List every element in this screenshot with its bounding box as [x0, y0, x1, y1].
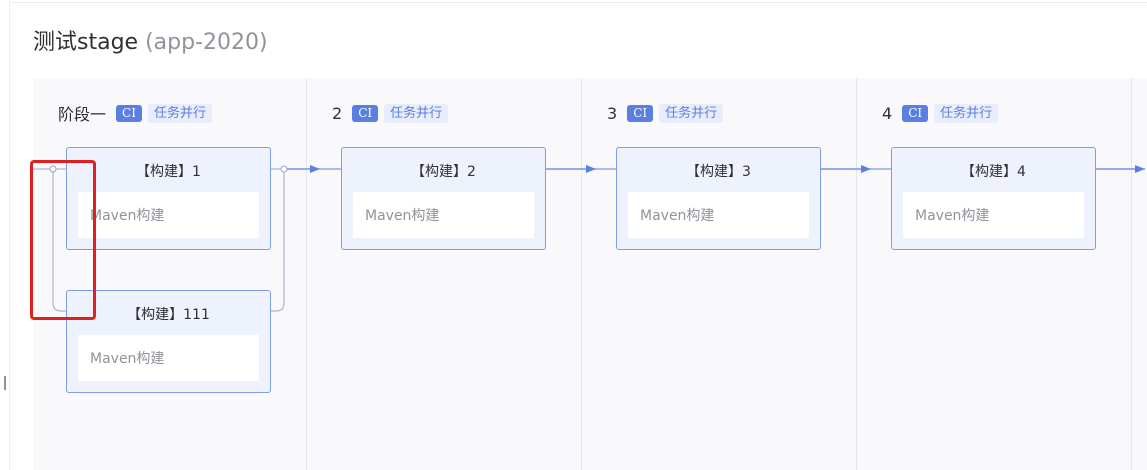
stage-name[interactable]: 3 — [607, 103, 618, 123]
job-title: 【构建】2 — [411, 164, 476, 180]
highlight-annotation-box — [30, 160, 96, 320]
job-step[interactable]: Maven构建 — [78, 192, 259, 238]
job-card-build-2[interactable]: 【构建】2 Maven构建 — [341, 147, 546, 250]
job-step[interactable]: Maven构建 — [353, 192, 534, 238]
stage-divider — [306, 78, 307, 470]
parallel-tag: 任务并行 — [384, 103, 449, 123]
parallel-tag: 任务并行 — [659, 103, 724, 123]
ci-tag: CI — [116, 104, 142, 122]
ci-tag: CI — [352, 104, 379, 122]
stage-name[interactable]: 阶段一 — [58, 105, 107, 124]
parallel-tag: 任务并行 — [147, 103, 212, 123]
job-step[interactable]: Maven构建 — [903, 192, 1084, 238]
pipeline-app-name: (app-2020) — [145, 30, 268, 55]
pipeline-title: 测试stage — [33, 30, 139, 55]
left-panel-edge — [0, 0, 10, 470]
stage-divider — [856, 78, 857, 470]
stage-name[interactable]: 2 — [332, 103, 343, 123]
stage-header-2: 2 CI 任务并行 — [332, 100, 449, 126]
stage-board — [33, 78, 1147, 470]
job-title: 【构建】111 — [127, 307, 210, 323]
stage-header-4: 4 CI 任务并行 — [882, 100, 999, 126]
stage-divider — [581, 78, 582, 470]
resize-handle[interactable] — [4, 376, 6, 390]
job-card-build-3[interactable]: 【构建】3 Maven构建 — [616, 147, 821, 250]
stage-header-3: 3 CI 任务并行 — [607, 100, 724, 126]
ci-tag: CI — [627, 104, 654, 122]
job-card-build-1[interactable]: 【构建】1 Maven构建 — [66, 147, 271, 250]
ci-tag: CI — [902, 104, 929, 122]
stage-header-1: 阶段一 CI 任务并行 — [58, 100, 212, 126]
job-card-build-4[interactable]: 【构建】4 Maven构建 — [891, 147, 1096, 250]
job-title: 【构建】1 — [136, 164, 201, 180]
job-card-build-111[interactable]: 【构建】111 Maven构建 — [66, 290, 271, 393]
parallel-tag: 任务并行 — [934, 103, 999, 123]
top-edge — [10, 0, 1147, 3]
stage-name[interactable]: 4 — [882, 103, 893, 123]
job-title: 【构建】3 — [686, 164, 751, 180]
job-title: 【构建】4 — [961, 164, 1026, 180]
job-step[interactable]: Maven构建 — [78, 335, 259, 381]
job-step[interactable]: Maven构建 — [628, 192, 809, 238]
page-title: 测试stage (app-2020) — [33, 28, 268, 58]
stage-divider — [1131, 78, 1132, 470]
